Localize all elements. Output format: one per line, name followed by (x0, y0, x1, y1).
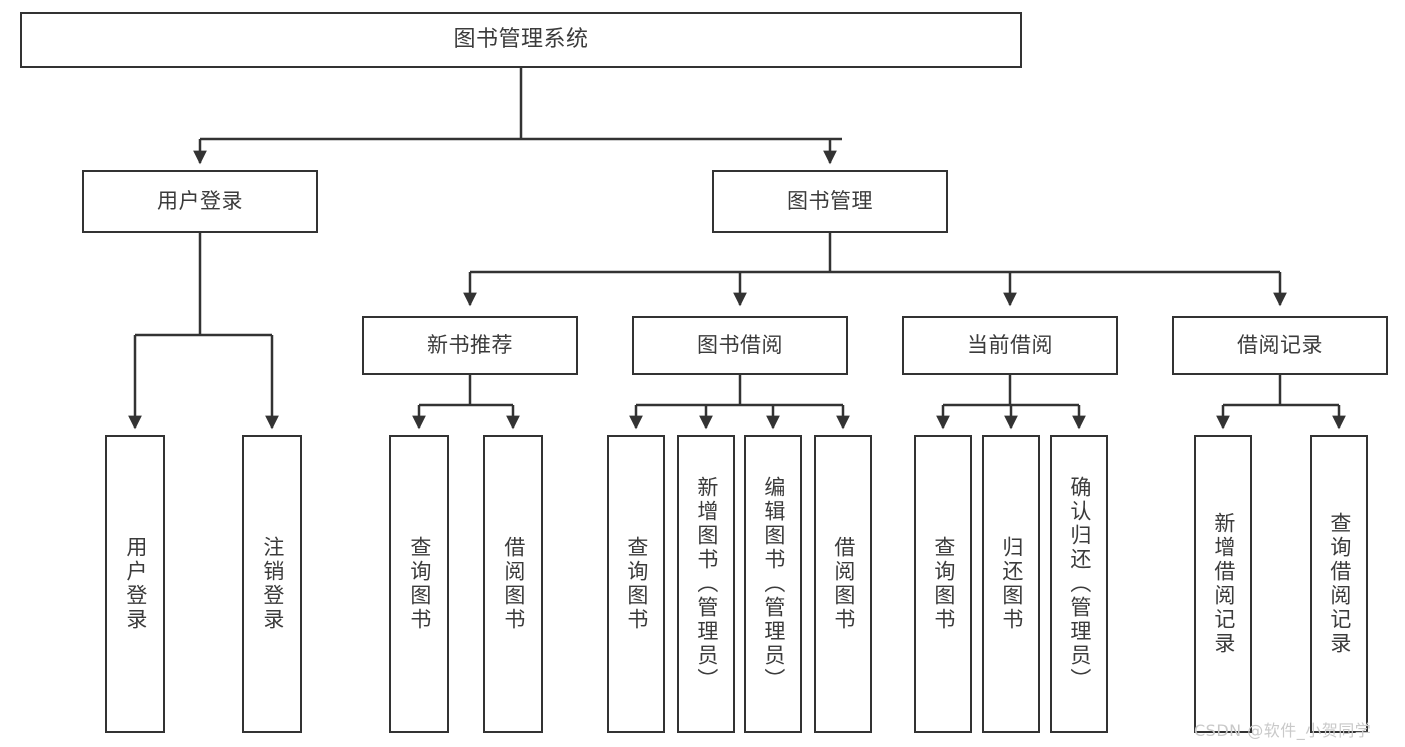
node-label: 注销登录 (260, 536, 285, 632)
node-label: 借阅记录 (1237, 332, 1323, 357)
node-new-book-recommend[interactable]: 新书推荐 (362, 316, 578, 375)
node-label: 新增图书（管理员） (694, 476, 719, 692)
leaf-edit-book-admin[interactable]: 编辑图书（管理员） (744, 435, 802, 733)
node-label: 查询借阅记录 (1327, 512, 1352, 656)
leaf-borrow-books-recommend[interactable]: 借阅图书 (483, 435, 543, 733)
leaf-logout[interactable]: 注销登录 (242, 435, 302, 733)
node-label: 借阅图书 (831, 536, 856, 632)
leaf-add-book-admin[interactable]: 新增图书（管理员） (677, 435, 735, 733)
node-label: 借阅图书 (501, 536, 526, 632)
node-label: 确认归还（管理员） (1067, 476, 1092, 692)
node-borrow-records[interactable]: 借阅记录 (1172, 316, 1388, 375)
node-label: 图书借阅 (697, 332, 783, 357)
node-current-borrow[interactable]: 当前借阅 (902, 316, 1118, 375)
node-label: 当前借阅 (967, 332, 1053, 357)
node-book-borrow[interactable]: 图书借阅 (632, 316, 848, 375)
node-label: 新增借阅记录 (1211, 512, 1236, 656)
node-label: 查询图书 (624, 536, 649, 632)
node-label: 查询图书 (407, 536, 432, 632)
watermark-text: CSDN @软件_小贺同学 (1194, 721, 1372, 740)
leaf-borrow-books[interactable]: 借阅图书 (814, 435, 872, 733)
leaf-query-books-current[interactable]: 查询图书 (914, 435, 972, 733)
leaf-confirm-return-admin[interactable]: 确认归还（管理员） (1050, 435, 1108, 733)
leaf-add-borrow-record[interactable]: 新增借阅记录 (1194, 435, 1252, 733)
node-label: 新书推荐 (427, 332, 513, 357)
node-label: 图书管理系统 (453, 26, 589, 52)
node-root-system[interactable]: 图书管理系统 (20, 12, 1022, 68)
leaf-query-books-borrow[interactable]: 查询图书 (607, 435, 665, 733)
node-label: 编辑图书（管理员） (761, 476, 786, 692)
leaf-query-borrow-record[interactable]: 查询借阅记录 (1310, 435, 1368, 733)
node-book-management[interactable]: 图书管理 (712, 170, 948, 233)
node-label: 图书管理 (787, 188, 873, 213)
node-label: 归还图书 (999, 536, 1024, 632)
leaf-return-books[interactable]: 归还图书 (982, 435, 1040, 733)
node-label: 用户登录 (123, 536, 148, 632)
leaf-query-books-recommend[interactable]: 查询图书 (389, 435, 449, 733)
leaf-user-login[interactable]: 用户登录 (105, 435, 165, 733)
node-label: 用户登录 (157, 188, 243, 213)
node-label: 查询图书 (931, 536, 956, 632)
node-user-login[interactable]: 用户登录 (82, 170, 318, 233)
